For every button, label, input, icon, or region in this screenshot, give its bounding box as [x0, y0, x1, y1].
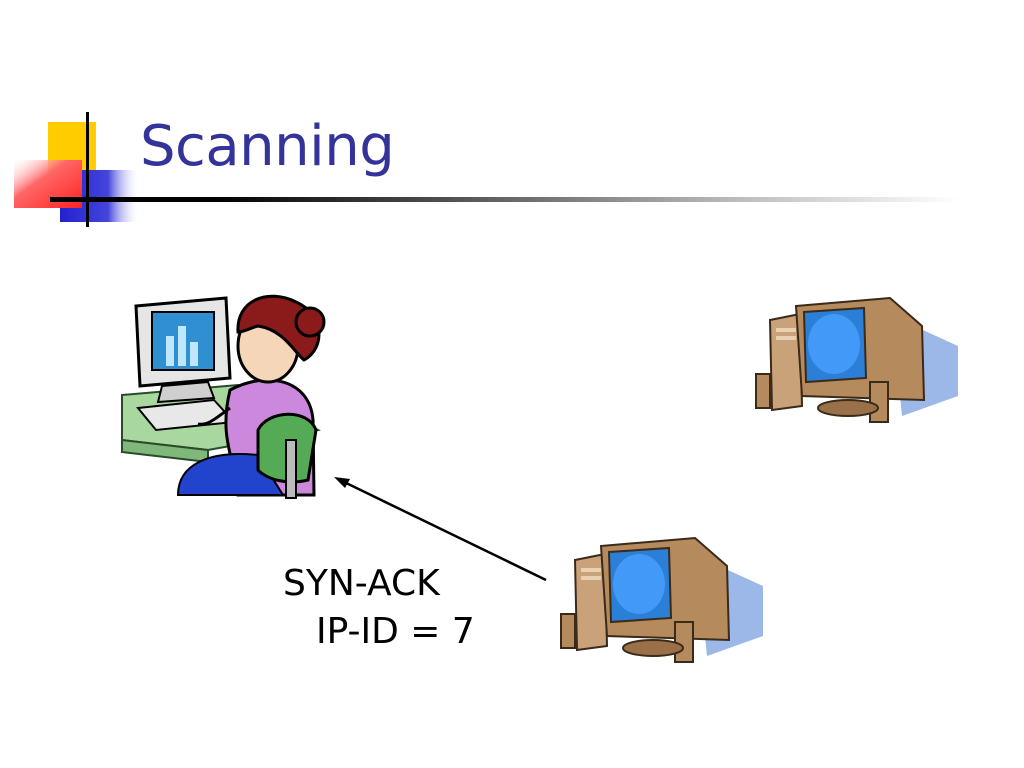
ipid-label: IP-ID = 7: [316, 611, 475, 652]
slide-title: Scanning: [140, 114, 395, 179]
attacker-person-icon: [121, 294, 326, 499]
title-underline: [50, 197, 960, 202]
target-computer-icon: [560, 536, 763, 663]
corner-decoration: [14, 112, 140, 227]
zombie-computer-icon: [755, 296, 958, 423]
reply-label: SYN-ACK: [283, 563, 440, 604]
